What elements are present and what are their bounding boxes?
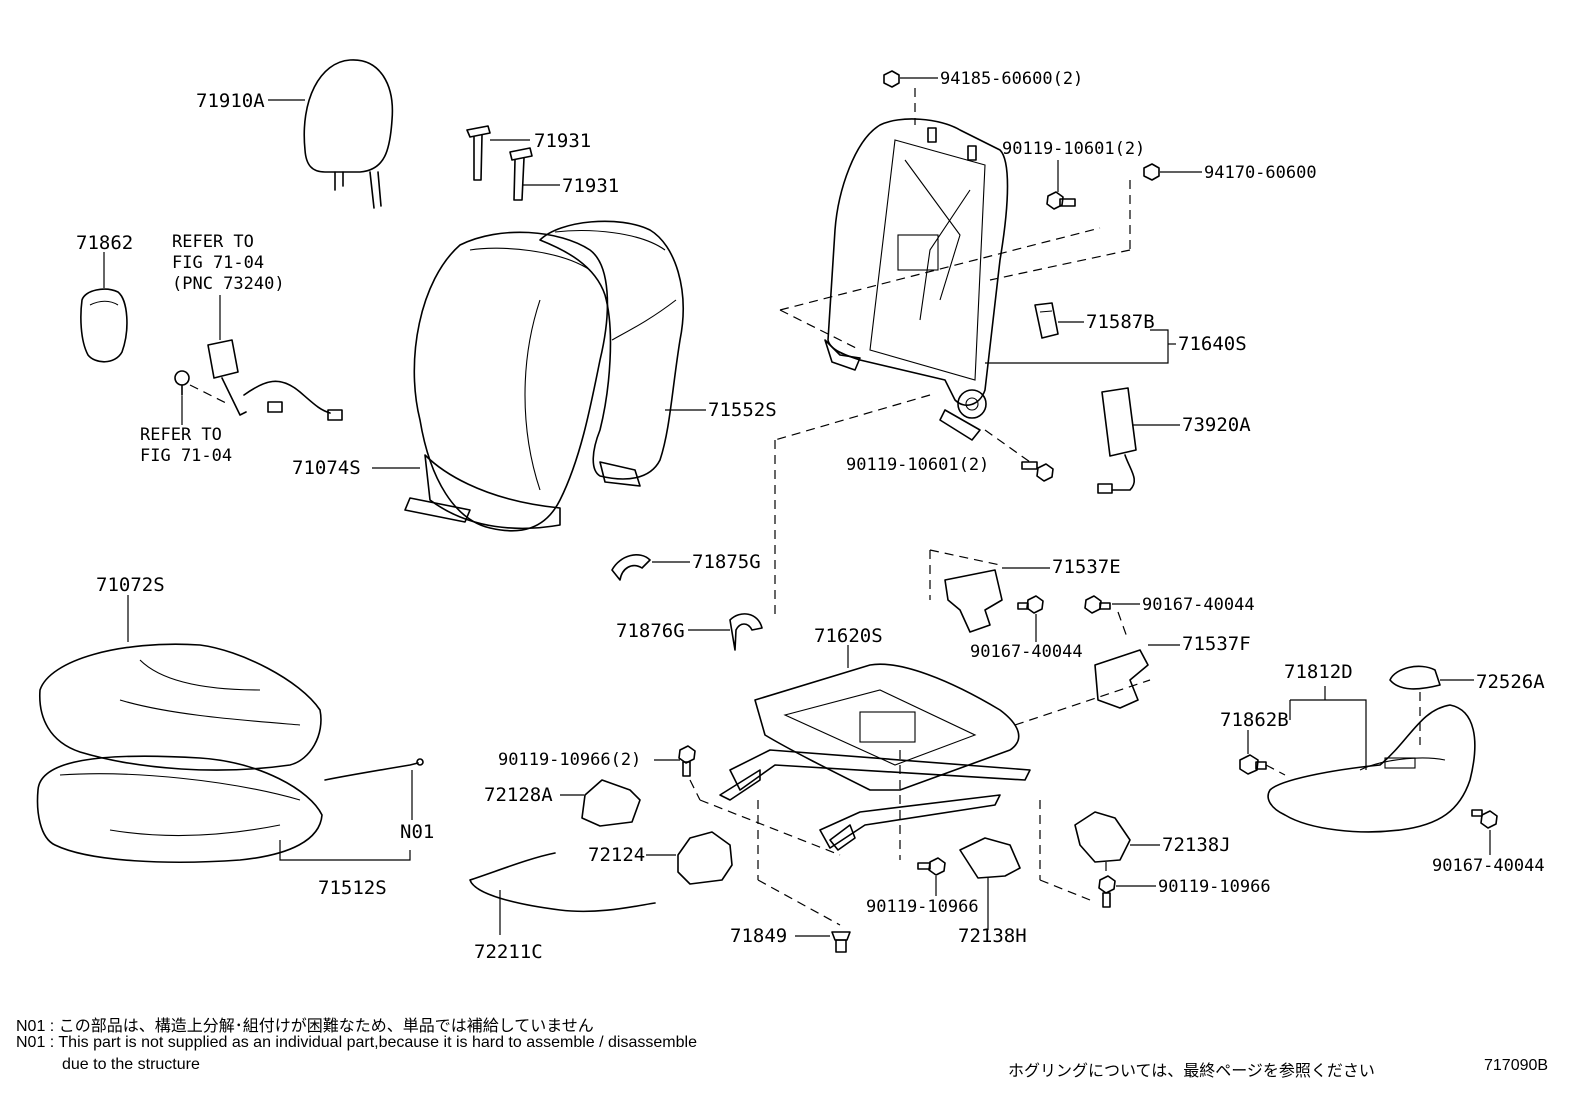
wire-72211C[interactable] xyxy=(469,852,656,913)
bracket-71587B[interactable] xyxy=(1034,302,1059,339)
label-71849: 71849 xyxy=(730,925,787,947)
label-71812D: 71812D xyxy=(1284,661,1353,683)
label-94185-60600: 94185-60600(2) xyxy=(940,69,1083,89)
cover-72138J[interactable] xyxy=(1074,811,1131,863)
note-n01-japanese: N01 : この部品は、構造上分解･組付けが困難なため、単品では補給していません xyxy=(16,1018,594,1035)
seat-adjuster-71620S[interactable] xyxy=(719,663,1031,851)
label-72128A: 72128A xyxy=(484,784,553,806)
label-73920A: 73920A xyxy=(1182,414,1251,436)
seat-cushion-pad-71512S[interactable] xyxy=(36,755,323,863)
label-72124: 72124 xyxy=(588,844,645,866)
label-71537F: 71537F xyxy=(1182,633,1251,655)
headrest-71910A[interactable] xyxy=(303,59,394,209)
seatback-pad-71552S[interactable] xyxy=(539,220,684,487)
label-71620S: 71620S xyxy=(814,625,883,647)
label-71640S: 71640S xyxy=(1178,333,1247,355)
bolt-90119-10601-lower[interactable] xyxy=(1021,461,1054,482)
cover-72128A[interactable] xyxy=(581,779,641,827)
label-90167-40044-c: 90167-40044 xyxy=(1432,856,1545,876)
nut-94185-60600[interactable] xyxy=(883,70,900,88)
knob-72526A[interactable] xyxy=(1389,665,1441,690)
label-71910A: 71910A xyxy=(196,90,265,112)
label-90119-10966-pair: 90119-10966(2) xyxy=(498,750,641,770)
pin-71849[interactable] xyxy=(831,931,851,953)
cover-71875G[interactable] xyxy=(611,554,651,581)
bolt-90119-10966-right[interactable] xyxy=(1098,875,1116,908)
label-71512S: 71512S xyxy=(318,877,387,899)
label-71875G: 71875G xyxy=(692,551,761,573)
cover-71862[interactable] xyxy=(80,288,128,363)
clip-71862B[interactable] xyxy=(1239,754,1267,775)
label-71876G: 71876G xyxy=(616,620,685,642)
label-94170-60600: 94170-60600 xyxy=(1204,163,1317,183)
nut-94170-60600[interactable] xyxy=(1143,163,1160,181)
label-72211C: 72211C xyxy=(474,941,543,963)
side-airbag-73920A[interactable] xyxy=(1097,387,1137,494)
seatback-frame-71640S[interactable] xyxy=(824,118,1009,441)
headrest-guide-71931-lower[interactable] xyxy=(509,147,533,201)
cover-71537E[interactable] xyxy=(944,569,1003,633)
headrest-guide-71931-upper[interactable] xyxy=(466,125,491,181)
seat-cushion-cover-71072S[interactable] xyxy=(39,643,322,771)
seatback-cover-71074S[interactable] xyxy=(404,231,609,532)
refer-note-2-line1: REFER TO xyxy=(140,425,222,445)
label-90119-10966-middle: 90119-10966 xyxy=(866,897,979,917)
wire-N01[interactable] xyxy=(324,758,424,781)
note-n01-english-line1: N01 : This part is not supplied as an in… xyxy=(16,1034,697,1051)
screw-90167-40044-b[interactable] xyxy=(1084,595,1111,614)
screw-90167-40044-a[interactable] xyxy=(1017,595,1044,614)
label-N01: N01 xyxy=(400,821,434,843)
label-71072S: 71072S xyxy=(96,574,165,596)
figure-code: 717090B xyxy=(1484,1057,1549,1074)
bolt-90119-10966-middle[interactable] xyxy=(917,857,946,876)
screw-90167-40044-c[interactable] xyxy=(1471,809,1498,829)
cover-72138H[interactable] xyxy=(959,837,1021,879)
label-71537E: 71537E xyxy=(1052,556,1121,578)
label-71587B: 71587B xyxy=(1086,311,1155,333)
label-71862B: 71862B xyxy=(1220,709,1289,731)
refer-note-2-line2: FIG 71-04 xyxy=(140,446,232,466)
side-shield-71812D[interactable] xyxy=(1267,704,1476,833)
label-90119-10601-upper: 90119-10601(2) xyxy=(1002,139,1145,159)
label-72526A: 72526A xyxy=(1476,671,1545,693)
cover-72124[interactable] xyxy=(677,831,733,885)
note-hogring: ホグリングについては、最終ページを参照ください xyxy=(1008,1063,1375,1080)
cover-71537F[interactable] xyxy=(1094,649,1149,709)
label-90119-10966-right: 90119-10966 xyxy=(1158,877,1271,897)
note-n01-english-line2: due to the structure xyxy=(62,1056,200,1073)
label-90167-40044-a: 90167-40044 xyxy=(970,642,1083,662)
label-71552S: 71552S xyxy=(708,399,777,421)
label-90119-10601-lower: 90119-10601(2) xyxy=(846,455,989,475)
label-71931-lower: 71931 xyxy=(562,175,619,197)
refer-note-1-line3: (PNC 73240) xyxy=(172,274,285,294)
refer-note-1-line1: REFER TO xyxy=(172,232,254,252)
label-71931-upper: 71931 xyxy=(534,130,591,152)
refer-note-1-line2: FIG 71-04 xyxy=(172,253,264,273)
label-72138J: 72138J xyxy=(1162,834,1231,856)
label-72138H: 72138H xyxy=(958,925,1027,947)
cover-71876G[interactable] xyxy=(729,613,763,651)
buckle-bolt[interactable] xyxy=(174,370,190,396)
label-90167-40044-b: 90167-40044 xyxy=(1142,595,1255,615)
seatbelt-buckle[interactable] xyxy=(207,339,343,421)
label-71074S: 71074S xyxy=(292,457,361,479)
bolt-90119-10966-pair[interactable] xyxy=(678,745,696,777)
bolt-90119-10601-upper[interactable] xyxy=(1046,191,1076,210)
label-71862: 71862 xyxy=(76,232,133,254)
